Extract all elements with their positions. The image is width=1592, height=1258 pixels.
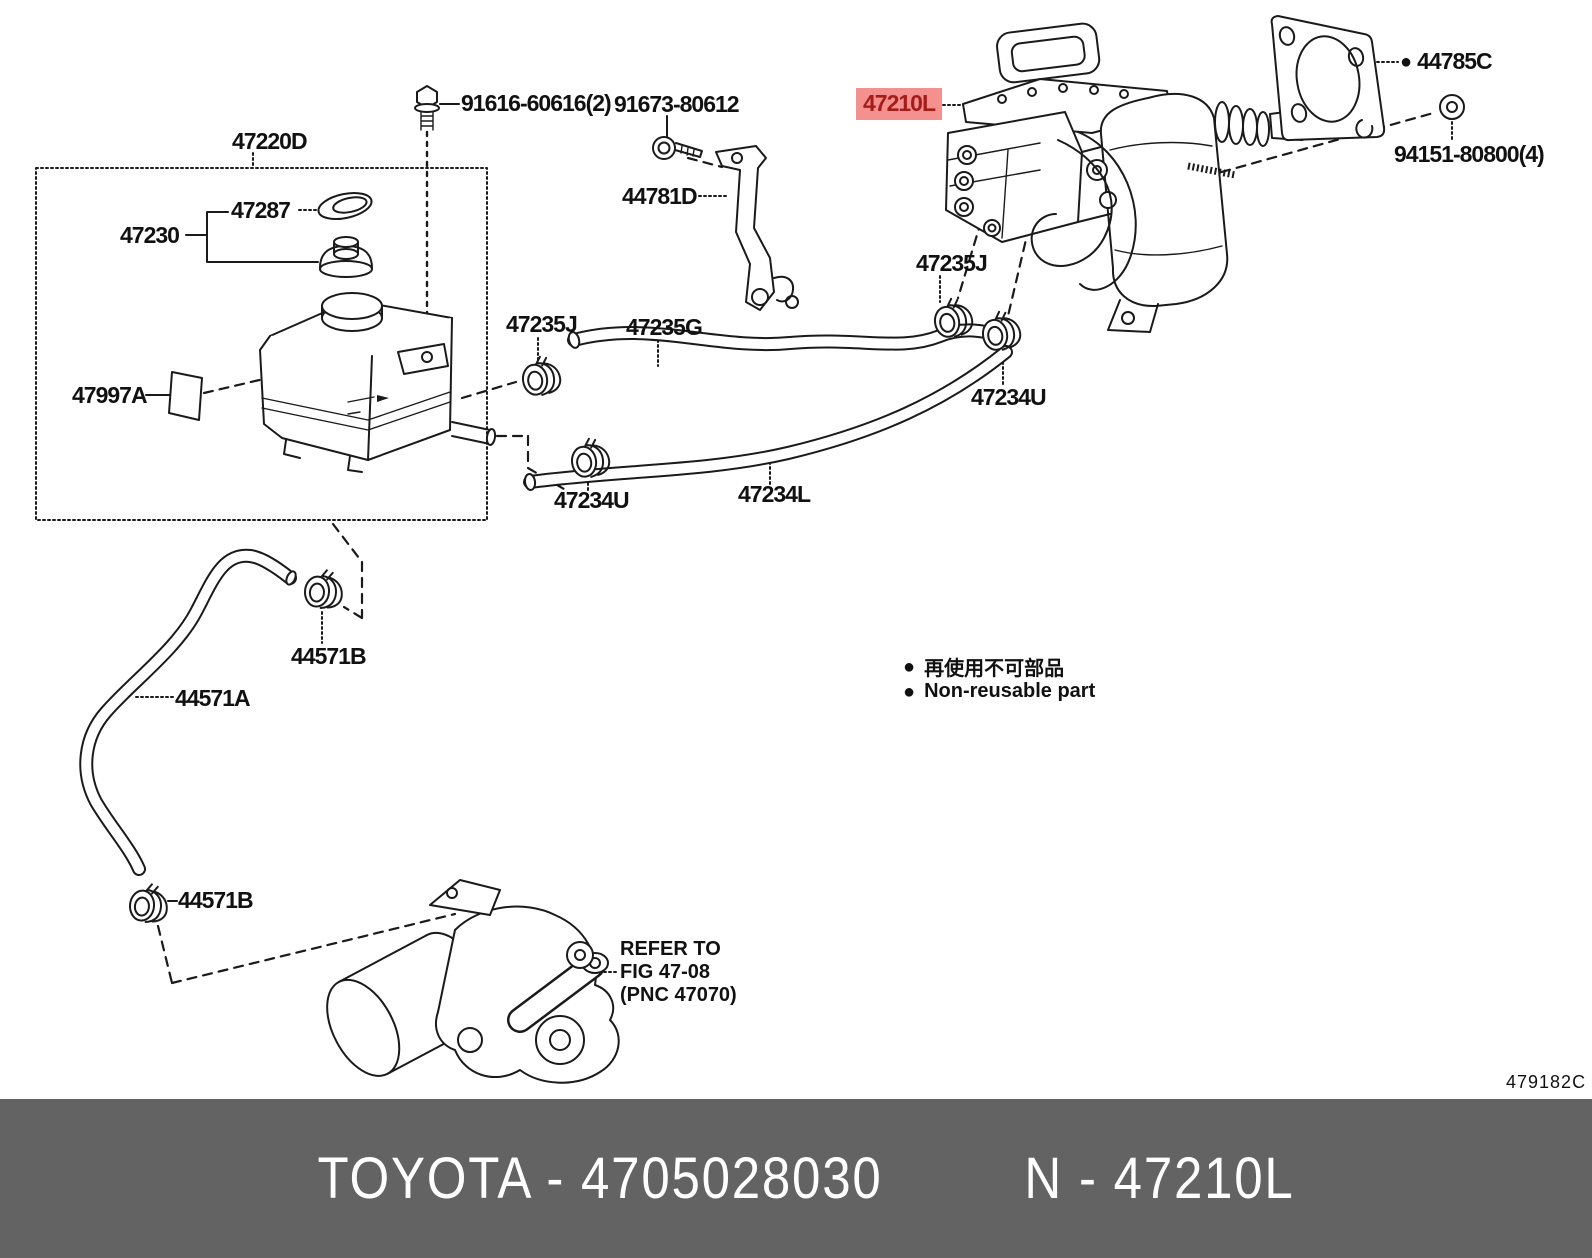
footer-banner: TOYOTA - 4705028030 N - 47210L: [0, 1099, 1592, 1258]
part-label-44785c-row[interactable]: ● 44785C: [1400, 48, 1493, 74]
part-label-44571b-lower[interactable]: 44571B: [178, 887, 254, 913]
hose-44571A-drawing: [79, 548, 297, 876]
part-label-47210l-text: 47210L: [863, 90, 936, 116]
screw-drawing: [652, 136, 703, 160]
legend-english-text: Non-reusable part: [924, 680, 1096, 702]
part-label-47234l[interactable]: 47234L: [738, 481, 811, 507]
reference-note-line2: FIG 47-08: [620, 961, 711, 983]
clamp-44571B-upper-drawing: [302, 567, 345, 611]
part-label-47220d[interactable]: 47220D: [232, 128, 308, 154]
legend-japanese-row: ● 再使用不可部品: [903, 652, 1064, 681]
legend-japanese-text: 再使用不可部品: [924, 658, 1065, 680]
gasket-drawing: [1270, 15, 1386, 142]
part-label-91673-80612[interactable]: 91673-80612: [614, 91, 740, 117]
legend-english-row: ● Non-reusable part: [903, 680, 1095, 703]
clamp-44571B-lower-drawing: [127, 881, 170, 925]
nut-drawing: [1439, 94, 1465, 120]
diagram-canvas: [35, 15, 1465, 1084]
hose-47234L-drawing: [523, 345, 1013, 491]
bolt-drawing: [414, 85, 440, 131]
reservoir-drawing: [259, 292, 497, 473]
figure-code: 479182C: [1506, 1072, 1587, 1092]
part-label-47234u-right[interactable]: 47234U: [971, 384, 1047, 410]
part-label-47235j-left[interactable]: 47235J: [506, 311, 578, 337]
bracket-drawing: [715, 145, 799, 311]
assembly-group-box: [35, 167, 488, 521]
non-reusable-bullet-icon: ●: [903, 680, 916, 703]
part-label-44571a[interactable]: 44571A: [175, 685, 251, 711]
footer-brand-part-number: TOYOTA - 4705028030: [317, 1146, 883, 1211]
part-label-44571b-upper[interactable]: 44571B: [291, 643, 367, 669]
part-label-91616-60616[interactable]: 91616-60616(2): [461, 90, 612, 116]
part-label-44785c: 44785C: [1417, 48, 1493, 74]
pump-drawing: [326, 879, 620, 1084]
footer-pnc-code: N - 47210L: [1024, 1146, 1295, 1211]
part-label-47235j-right[interactable]: 47235J: [916, 250, 988, 276]
part-label-44781d[interactable]: 44781D: [622, 183, 698, 209]
reference-note-line3: (PNC 47070): [620, 984, 737, 1006]
caution-label-drawing: [168, 371, 203, 421]
reservoir-cap-seal-drawing: [317, 191, 373, 221]
part-label-94151-80800[interactable]: 94151-80800(4): [1394, 141, 1545, 167]
clamp-47234U-right-drawing: [978, 307, 1024, 354]
part-label-47234u-left[interactable]: 47234U: [554, 487, 630, 513]
actuator-drawing: [945, 22, 1343, 333]
clamp-47234U-left-drawing: [568, 435, 613, 481]
part-label-47235g[interactable]: 47235G: [626, 314, 703, 340]
part-label-47997a[interactable]: 47997A: [72, 382, 148, 408]
non-reusable-bullet-icon: ●: [903, 655, 916, 678]
reservoir-cap-drawing: [319, 236, 373, 278]
reference-note: REFER TO FIG 47-08 (PNC 47070): [620, 938, 737, 1007]
reference-note-line1: REFER TO: [620, 938, 721, 960]
part-label-47210l-highlighted[interactable]: 47210L: [856, 88, 943, 120]
part-label-47287[interactable]: 47287: [231, 197, 291, 223]
clamp-47235J-left-drawing: [519, 353, 564, 399]
non-reusable-bullet-icon: ●: [1400, 50, 1413, 73]
part-label-47230[interactable]: 47230: [120, 222, 180, 248]
